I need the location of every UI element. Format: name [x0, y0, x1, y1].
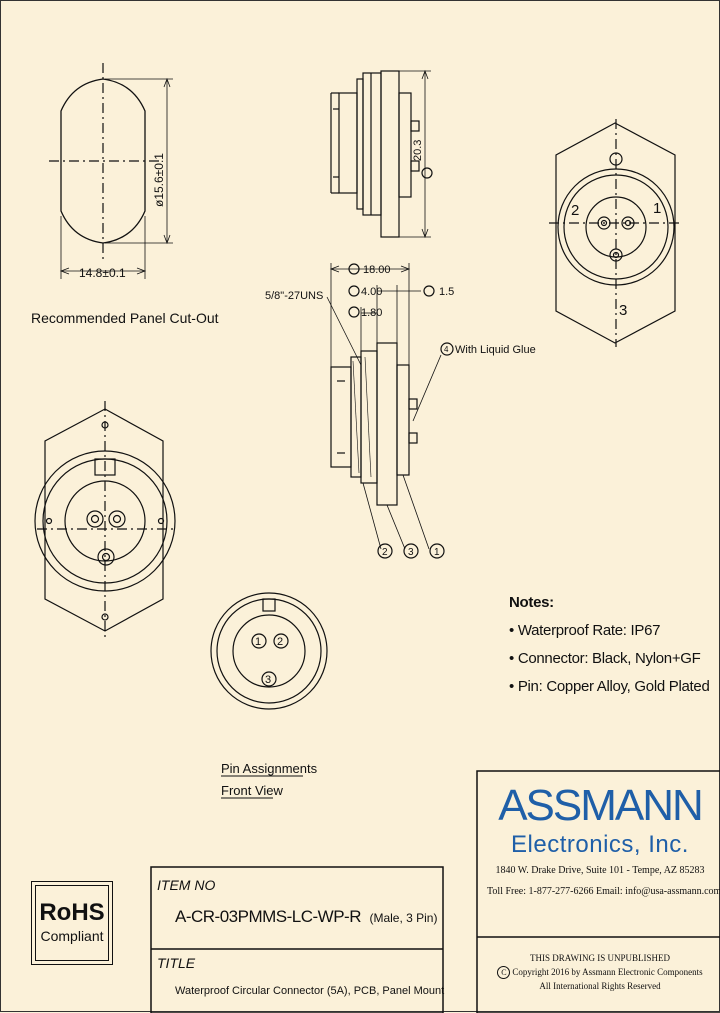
company-block: ASSMANN Electronics, Inc. 1840 W. Drake …	[487, 781, 720, 897]
rohs-badge: RoHS Compliant	[31, 881, 113, 965]
pin-caption-line2: Front View	[221, 783, 284, 798]
cutout-width-label: 14.8±0.1	[79, 266, 126, 280]
rohs-subtitle: Compliant	[40, 928, 104, 944]
front-view-hex-left	[34, 401, 176, 641]
title-label: TITLE	[157, 955, 196, 971]
thread-label: 5/8"-27UNS	[265, 290, 323, 302]
panel-cutout-view	[49, 63, 173, 279]
company-subtitle: Electronics, Inc.	[511, 831, 689, 858]
cutout-diameter-label: ø15.6±0.1	[152, 153, 166, 207]
item-variant: (Male, 3 Pin)	[369, 911, 438, 925]
callout-3: 3	[408, 547, 414, 558]
notes-heading: Notes:	[509, 594, 554, 611]
hex-pin-3-label: 3	[619, 302, 627, 319]
dim-20-3-label: 20.3	[412, 140, 424, 161]
callout-2: 2	[382, 547, 388, 558]
item-number: A-CR-03PMMS-LC-WP-R	[175, 907, 362, 926]
dim-1-5-label: 1.5	[439, 286, 454, 298]
glue-label: With Liquid Glue	[455, 344, 536, 356]
side-view-top	[330, 69, 431, 239]
company-logo: ASSMANN	[498, 781, 704, 830]
front-pin-3-label: 3	[265, 674, 271, 686]
front-pin-2-label: 2	[277, 636, 283, 648]
item-no-label: ITEM NO	[157, 877, 216, 893]
cutout-caption: Recommended Panel Cut-Out	[31, 310, 219, 326]
dim-18-label: 18.00	[363, 264, 391, 276]
hex-pin-2-label: 2	[571, 202, 579, 219]
company-contact: Toll Free: 1-877-277-6266 Email: info@us…	[487, 886, 720, 897]
dim-4-label: 4.00	[361, 286, 382, 298]
note-item: • Waterproof Rate: IP67	[509, 622, 661, 639]
front-view-hex-right	[549, 119, 683, 347]
note-item: • Connector: Black, Nylon+GF	[509, 650, 701, 667]
legal-line2: Copyright 2016 by Assmann Electronic Com…	[512, 967, 703, 977]
note-item: • Pin: Copper Alloy, Gold Plated	[509, 678, 710, 695]
legal-line1: THIS DRAWING IS UNPUBLISHED	[529, 953, 671, 963]
legal-line3: All International Rights Reserved	[539, 981, 661, 991]
company-address: 1840 W. Drake Drive, Suite 101 - Tempe, …	[495, 865, 705, 876]
callout-1: 1	[434, 547, 440, 558]
copyright-symbol: C	[497, 966, 511, 979]
title-value: Waterproof Circular Connector (5A), PCB,…	[175, 985, 445, 997]
side-view-middle	[326, 167, 454, 559]
pin-assignment-view	[210, 592, 328, 710]
front-pin-1-label: 1	[255, 636, 261, 648]
hex-pin-1-label: 1	[653, 200, 661, 217]
rohs-title: RoHS	[39, 899, 105, 926]
item-no-row: A-CR-03PMMS-LC-WP-R (Male, 3 Pin)	[175, 907, 437, 927]
notes-section: Notes: • Waterproof Rate: IP67 • Connect…	[509, 589, 710, 701]
pin-caption-line1: Pin Assignments	[221, 761, 318, 776]
callout-4: 4	[444, 345, 449, 354]
dim-1-80-label: 1.80	[361, 307, 382, 319]
